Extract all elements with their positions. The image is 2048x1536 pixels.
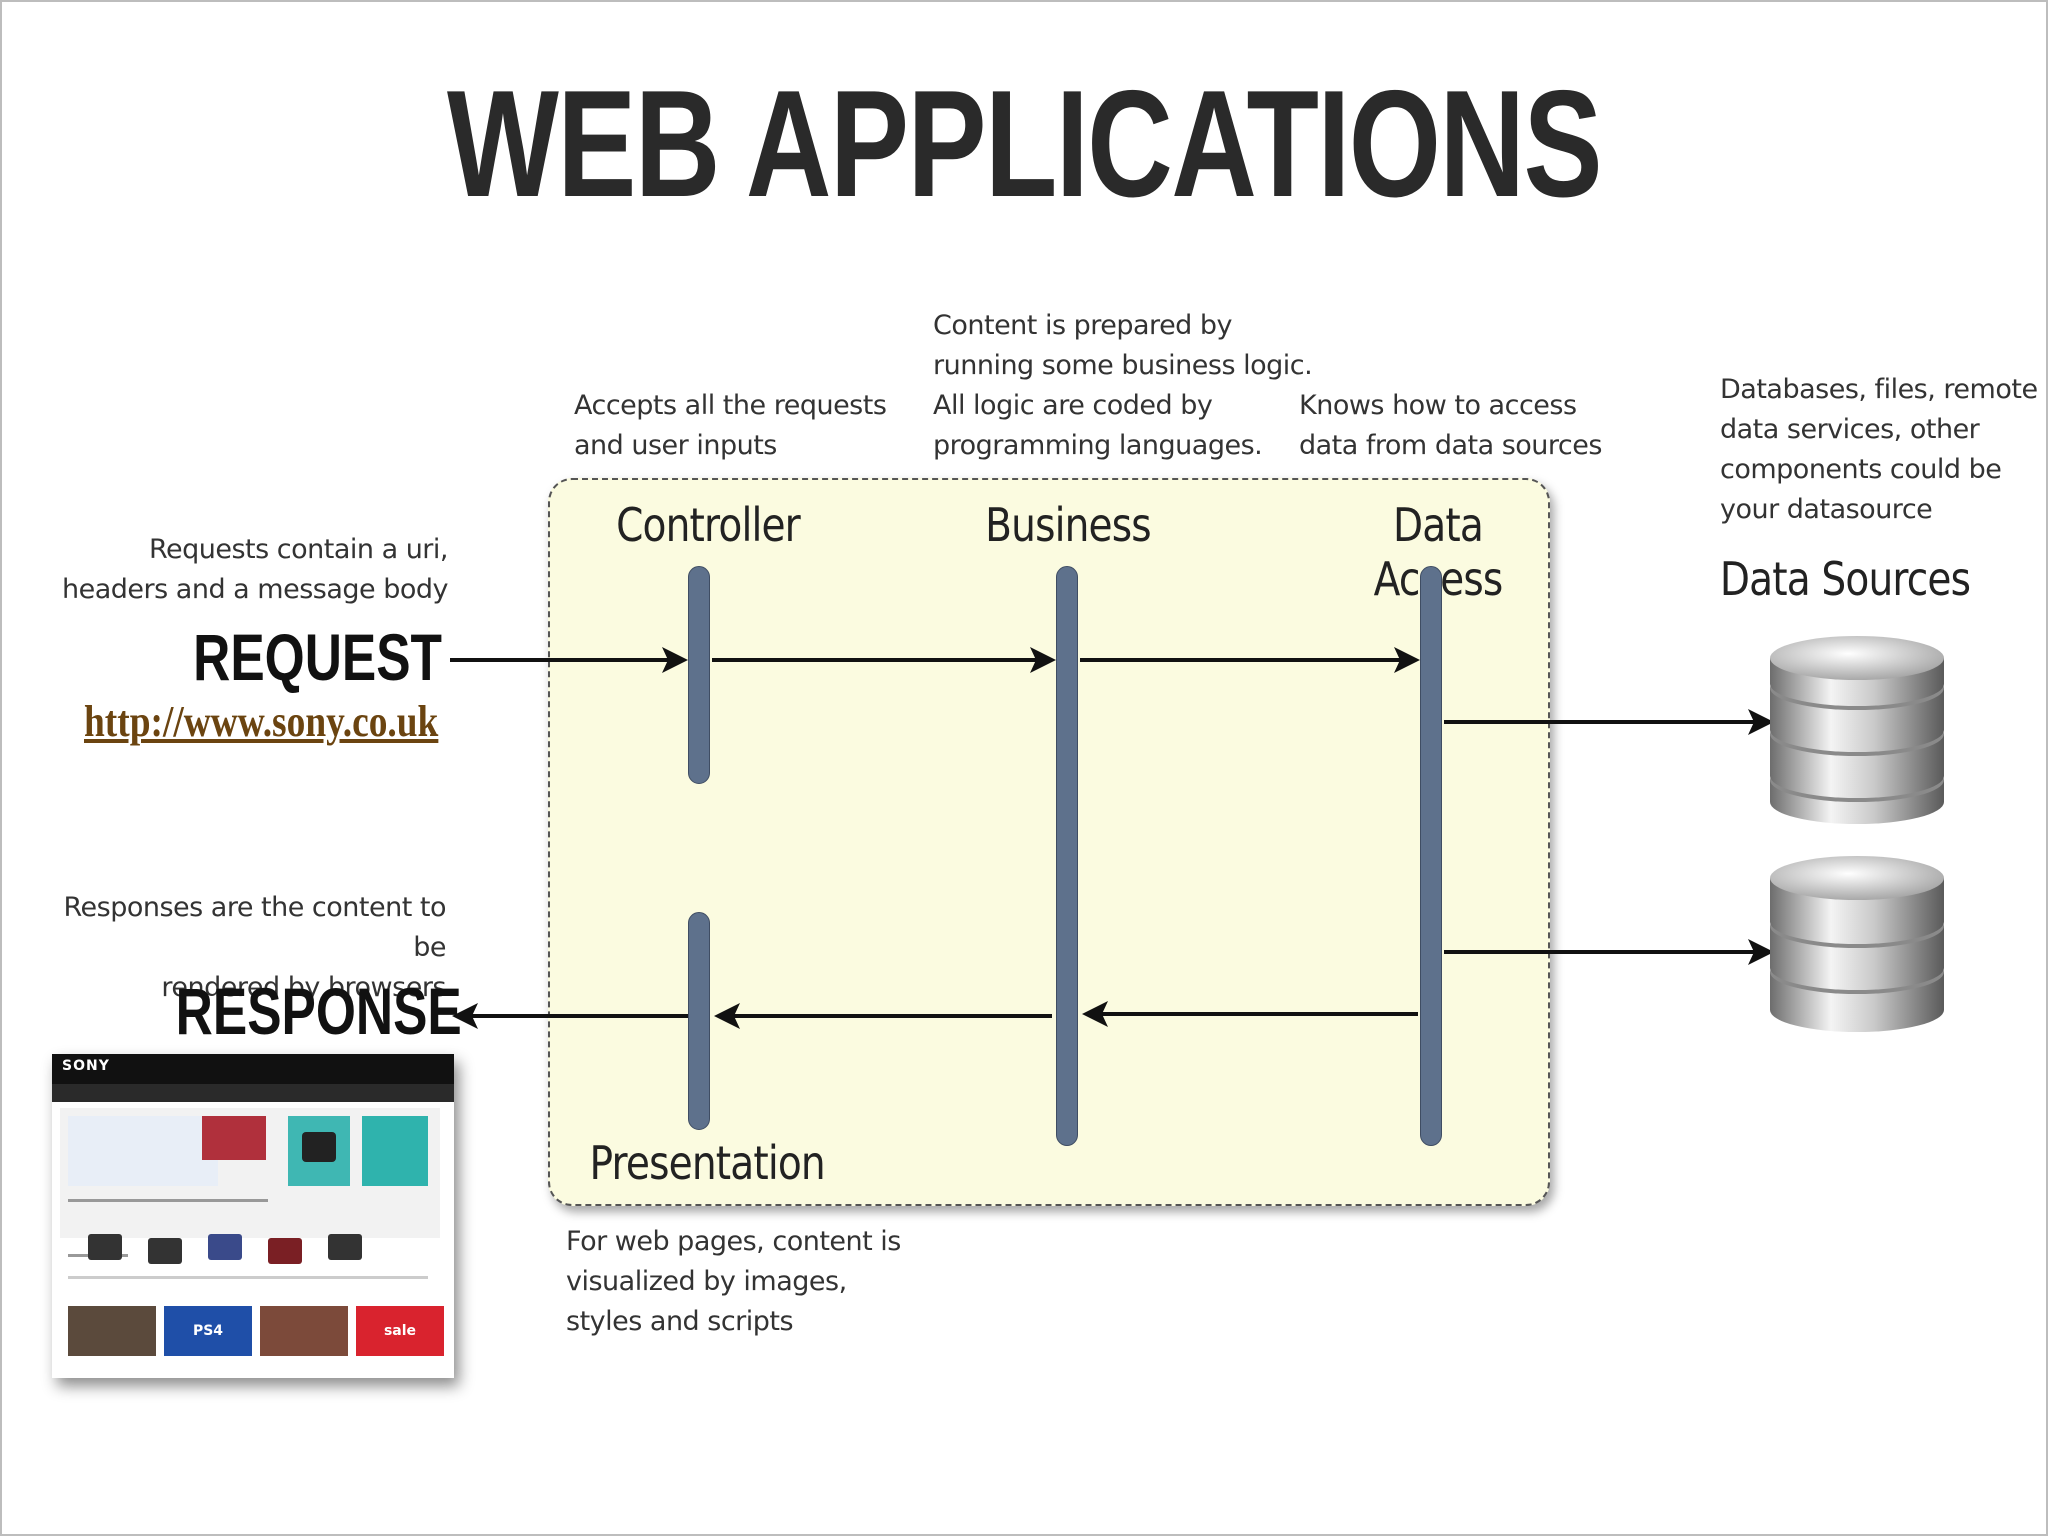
- application-container: [548, 478, 1550, 1206]
- thumbnail-promo-photo: [260, 1306, 348, 1356]
- thumbnail-product: [148, 1238, 182, 1264]
- thumbnail-divider: [68, 1276, 428, 1279]
- request-label: REQUEST: [193, 620, 442, 694]
- data-sources-note: Databases, files, remote data services, …: [1720, 374, 2038, 525]
- data-access-lifeline: [1420, 566, 1442, 1146]
- thumbnail-product: [328, 1234, 362, 1260]
- slide-title: WEB APPLICATIONS: [446, 59, 1603, 229]
- thumbnail-product: [208, 1234, 242, 1260]
- controller-label: Controller: [616, 498, 801, 552]
- presentation-label: Presentation: [589, 1136, 826, 1190]
- request-url-link[interactable]: http://www.sony.co.uk: [84, 697, 439, 746]
- thumbnail-hero-banner: [68, 1116, 218, 1186]
- presentation-note: For web pages, content is visualized by …: [566, 1226, 901, 1337]
- thumbnail-product: [88, 1234, 122, 1260]
- thumbnail-navbar: [52, 1084, 454, 1102]
- data-access-note: Knows how to access data from data sourc…: [1299, 390, 1602, 461]
- thumbnail-text-line: [68, 1199, 268, 1202]
- database-icon: [1770, 636, 1944, 824]
- response-label: RESPONSE: [175, 974, 462, 1048]
- database-icon: [1770, 856, 1944, 1032]
- presentation-lifeline: [688, 912, 710, 1130]
- thumbnail-camera-image: [302, 1132, 336, 1162]
- thumbnail-product: [268, 1238, 302, 1264]
- thumbnail-brand: SONY: [52, 1054, 454, 1084]
- thumbnail-offer-tile: [362, 1116, 428, 1186]
- business-label: Business: [985, 498, 1151, 552]
- thumbnail-promo-sale: sale: [356, 1306, 444, 1356]
- business-lifeline: [1056, 566, 1078, 1146]
- business-note: Content is prepared by running some busi…: [933, 310, 1313, 461]
- thumbnail-promo-ps4: PS4: [164, 1306, 252, 1356]
- data-sources-label: Data Sources: [1719, 552, 1971, 606]
- thumbnail-promo-photo: [68, 1306, 156, 1356]
- rendered-webpage-thumbnail: SONY PS4 sale: [52, 1054, 454, 1378]
- controller-note: Accepts all the requests and user inputs: [574, 390, 887, 461]
- response-note: Responses are the content to be rendered…: [63, 892, 446, 1003]
- thumbnail-tv-image: [202, 1116, 266, 1160]
- controller-lifeline: [688, 566, 710, 784]
- request-note: Requests contain a uri, headers and a me…: [62, 534, 448, 605]
